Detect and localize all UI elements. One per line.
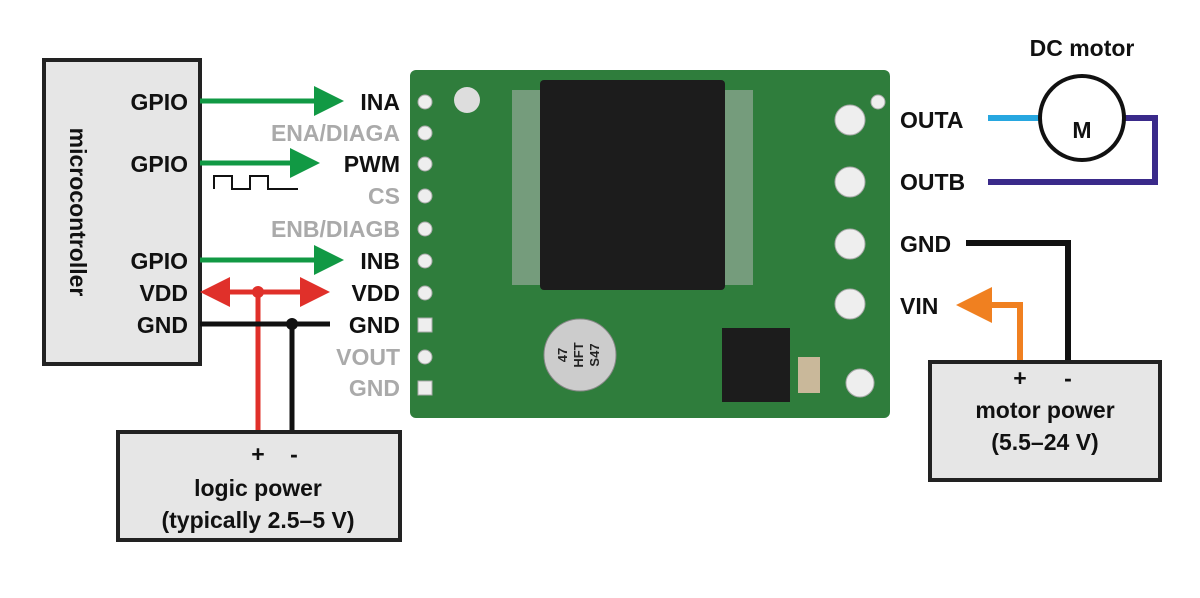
svg-text:-: - [290, 441, 298, 467]
microcontroller-box: microcontroller GPIO GPIO GPIO VDD GND [42, 58, 202, 366]
svg-text:INA: INA [360, 89, 400, 115]
dc-motor: DC motor M [1030, 35, 1135, 162]
svg-text:GPIO: GPIO [130, 89, 188, 115]
motor-icon: M [1072, 117, 1091, 143]
svg-text:GPIO: GPIO [130, 151, 188, 177]
svg-text:+: + [1013, 365, 1026, 391]
svg-text:VDD: VDD [139, 280, 188, 306]
signal-wires [200, 86, 344, 432]
motor-driver-board: 47 HFT S47 [410, 70, 890, 418]
svg-text:OUTB: OUTB [900, 169, 965, 195]
svg-text:PWM: PWM [344, 151, 400, 177]
svg-text:logic power: logic power [194, 475, 322, 501]
left-pin-labels: INA ENA/DIAGA PWM CS ENB/DIAGB INB VDD G… [271, 89, 400, 401]
svg-text:VDD: VDD [351, 280, 400, 306]
svg-text:ENA/DIAGA: ENA/DIAGA [271, 120, 400, 146]
svg-text:-: - [1064, 365, 1072, 391]
svg-text:VOUT: VOUT [336, 344, 400, 370]
driver-chip [540, 80, 725, 290]
right-pin-labels: OUTA OUTB GND VIN [900, 107, 965, 319]
pwm-waveform-icon [213, 175, 298, 190]
svg-text:S47: S47 [587, 343, 602, 366]
svg-text:GND: GND [349, 312, 400, 338]
svg-text:GND: GND [349, 375, 400, 401]
svg-text:+: + [251, 441, 264, 467]
svg-text:(5.5–24 V): (5.5–24 V) [991, 429, 1098, 455]
microcontroller-label: microcontroller [65, 128, 91, 297]
svg-text:DC motor: DC motor [1030, 35, 1135, 61]
svg-text:GND: GND [137, 312, 188, 338]
capacitor: 47 HFT S47 [543, 318, 617, 392]
svg-text:VIN: VIN [900, 293, 938, 319]
logic-power-box: + - logic power (typically 2.5–5 V) [116, 430, 402, 542]
svg-text:INB: INB [360, 248, 400, 274]
svg-text:GND: GND [900, 231, 951, 257]
svg-text:HFT: HFT [571, 342, 586, 367]
svg-text:GPIO: GPIO [130, 248, 188, 274]
svg-text:OUTA: OUTA [900, 107, 963, 133]
svg-text:47: 47 [555, 348, 570, 362]
svg-text:motor power: motor power [975, 397, 1114, 423]
svg-text:CS: CS [368, 183, 400, 209]
svg-text:ENB/DIAGB: ENB/DIAGB [271, 216, 400, 242]
motor-power-box: + - motor power (5.5–24 V) [928, 360, 1162, 482]
motor-wires [956, 115, 1158, 362]
svg-text:(typically 2.5–5 V): (typically 2.5–5 V) [161, 507, 354, 533]
